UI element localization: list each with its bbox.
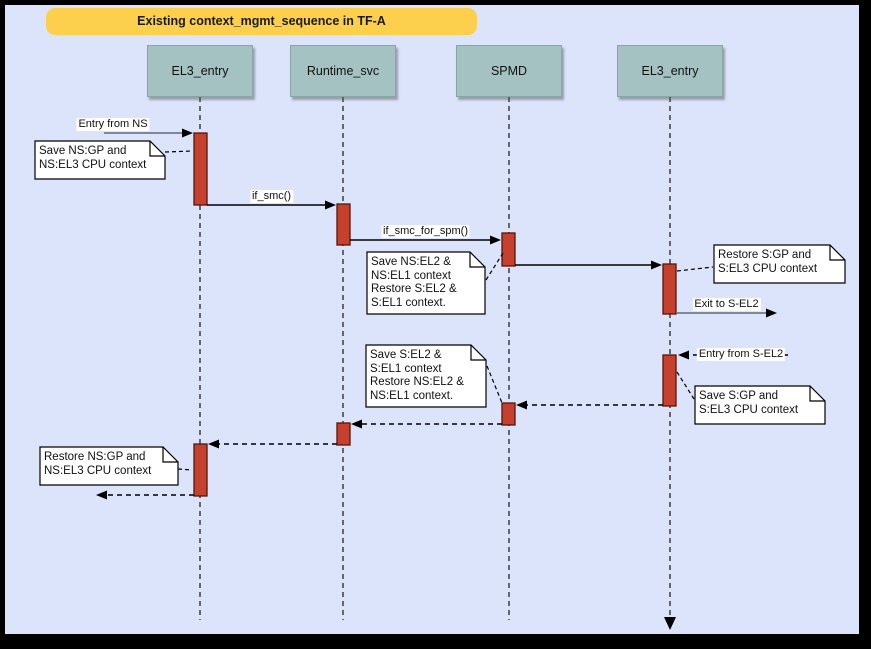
note: [694, 385, 826, 425]
note-fold-icon: [470, 345, 486, 361]
arrowhead-icon: [208, 439, 219, 449]
note-connector: [486, 365, 503, 404]
activation-bar: [501, 232, 516, 267]
note-connector: [485, 252, 504, 281]
diagram-canvas: [5, 5, 859, 634]
note-text: Restore NS:GP and NS:EL3 CPU context: [44, 451, 152, 477]
message-label: Entry from NS: [76, 118, 150, 131]
note-fold-icon: [809, 386, 825, 402]
note: [365, 344, 487, 408]
arrowhead-icon: [766, 308, 777, 318]
message-label: if_smc_for_spm(): [381, 225, 470, 238]
message-label: Exit to S-EL2: [692, 298, 761, 311]
arrowhead-icon: [651, 260, 662, 270]
note-fold-icon: [829, 245, 845, 261]
note-connector: [676, 371, 695, 400]
arrowhead-icon: [182, 128, 193, 138]
note-fold-icon: [149, 141, 165, 157]
note-fold-icon: [469, 252, 485, 268]
activation-bar: [193, 132, 208, 206]
note-fold-icon: [162, 447, 178, 463]
lifeline-label: EL3_entry: [641, 64, 699, 78]
lifeline-label: EL3_entry: [171, 64, 229, 78]
diagram-title: Existing context_mgmt_sequence in TF-A: [46, 8, 477, 35]
activation-bar: [662, 263, 677, 315]
message-label: Entry from S-EL2: [696, 348, 786, 361]
arrowhead-icon: [351, 419, 362, 429]
note-text: Save S:EL2 & S:EL1 context Restore NS:EL…: [370, 349, 464, 402]
note-connector: [164, 150, 193, 153]
lifeline-header-runtime_svc: Runtime_svc: [290, 45, 396, 97]
activation-bar: [193, 443, 208, 497]
note-text: Save NS:GP and NS:EL3 CPU context: [39, 145, 147, 171]
note-connector: [177, 468, 193, 471]
activation-bar: [336, 422, 351, 446]
arrowhead-icon: [96, 490, 107, 500]
activation-bar: [501, 402, 516, 426]
note: [34, 140, 166, 180]
arrowhead-icon: [516, 400, 527, 410]
lifeline-label: Runtime_svc: [306, 64, 380, 78]
note-text: Save NS:EL2 & NS:EL1 context Restore S:E…: [371, 256, 457, 309]
activation-bar: [662, 354, 677, 407]
arrowhead-icon: [325, 200, 336, 210]
note-text: Restore S:GP and S:EL3 CPU context: [718, 249, 818, 275]
note: [39, 446, 179, 486]
note-connector: [676, 266, 714, 272]
lifeline-header-spmd: SPMD: [456, 45, 562, 97]
lifeline-header-el3_entry: EL3_entry: [617, 45, 723, 97]
lifeline-end-arrow-icon: [664, 617, 676, 630]
message-label: if_smc(): [249, 190, 294, 203]
arrowhead-icon: [490, 235, 501, 245]
note: [713, 244, 846, 284]
lifeline-label: SPMD: [490, 64, 528, 78]
note: [366, 251, 486, 315]
arrowhead-icon: [678, 350, 689, 360]
note-text: Save S:GP and S:EL3 CPU context: [699, 390, 799, 416]
activation-bar: [336, 203, 351, 246]
lifeline-header-el3_entry: EL3_entry: [147, 45, 253, 97]
